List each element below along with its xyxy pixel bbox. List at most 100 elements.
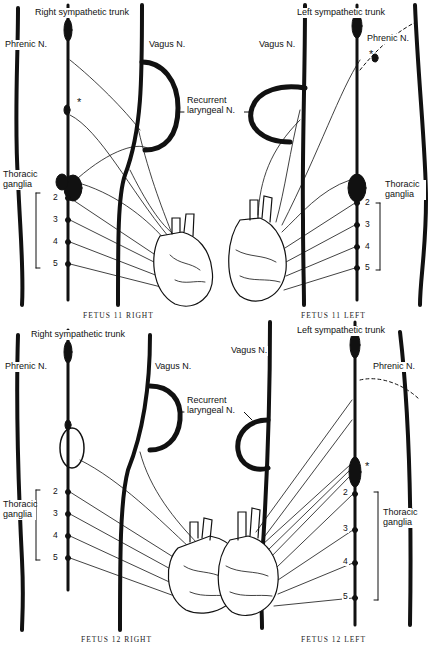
nerve-stroke	[286, 225, 355, 262]
nerve-stroke	[80, 460, 190, 548]
nerve-stroke	[178, 112, 184, 113]
nerve-stroke	[16, 8, 22, 305]
nerve-stroke	[244, 412, 252, 420]
nerve-stroke	[140, 452, 198, 544]
fetus-12-left	[218, 322, 420, 628]
nerve-stroke	[284, 268, 355, 290]
nerve-label: Vagus N.	[154, 362, 192, 372]
callout-number: 3	[342, 524, 349, 533]
nerve-stroke	[180, 412, 184, 413]
nerve-stroke	[229, 218, 286, 301]
nerve-label: Recurrent laryngeal N.	[186, 396, 244, 416]
ganglia-label: Thoracic ganglia	[384, 180, 426, 200]
nerve-stroke	[70, 264, 165, 288]
nerve-stroke	[276, 494, 353, 568]
nerve-label: Recurrent laryngeal N.	[186, 96, 244, 116]
nerve-stroke	[70, 115, 168, 236]
nerve-stroke	[150, 386, 180, 450]
nerve-stroke	[70, 492, 178, 560]
ganglia-label: Thoracic ganglia	[2, 170, 36, 190]
nerve-stroke	[56, 174, 68, 190]
nerve-stroke	[67, 5, 70, 300]
nerve-label: Phrenic N.	[4, 40, 48, 50]
nerve-stroke	[303, 5, 305, 305]
nerve-stroke	[285, 203, 355, 248]
nerve-stroke	[70, 60, 140, 130]
panel-caption: FETUS 12 LEFT	[300, 636, 367, 644]
nerve-stroke	[67, 330, 70, 590]
nerve-stroke	[64, 105, 70, 115]
nerve-stroke	[374, 492, 378, 600]
fetus-11-right	[16, 5, 212, 306]
callout-number: 5	[52, 259, 59, 268]
callout-number: 4	[52, 237, 59, 246]
nerve-stroke	[70, 220, 162, 266]
nerve-stroke	[268, 476, 350, 560]
nerve-stroke	[138, 128, 172, 234]
nerve-stroke	[244, 112, 250, 113]
nerve-stroke	[78, 146, 150, 178]
callout-number: 5	[342, 592, 349, 601]
trunk-label: Left sympathetic trunk	[296, 326, 386, 336]
nerve-stroke	[349, 457, 361, 487]
callout-number: 3	[364, 220, 371, 229]
callout-number: 3	[52, 509, 59, 518]
ganglia-label: Thoracic ganglia	[2, 500, 36, 520]
nerve-label: Vagus N.	[148, 40, 186, 50]
nerve-stroke	[282, 60, 360, 225]
nerve-stroke	[251, 87, 305, 142]
nerve-stroke	[60, 428, 84, 468]
nerve-stroke	[172, 214, 194, 236]
nerve-stroke	[190, 518, 212, 542]
callout-number: 2	[52, 487, 59, 496]
nerve-label: Phrenic N.	[4, 362, 48, 372]
callout-number: 4	[342, 557, 349, 566]
callout-number: 5	[52, 553, 59, 562]
nerve-label: Phrenic N.	[372, 362, 416, 372]
trunk-label: Right sympathetic trunk	[34, 8, 130, 18]
nerve-stroke	[64, 341, 72, 363]
nerve-stroke	[250, 196, 272, 222]
nerve-label: Vagus N.	[258, 40, 296, 50]
nerve-stroke	[36, 193, 40, 268]
nerve-stroke	[360, 22, 416, 70]
nerve-stroke	[276, 110, 300, 222]
panel-caption: FETUS 11 LEFT	[300, 312, 367, 320]
nerve-stroke	[82, 184, 165, 240]
nerve-stroke	[142, 62, 178, 150]
nerve-stroke	[415, 5, 426, 305]
fetus-12-right	[17, 330, 244, 630]
callout-number: 3	[52, 215, 59, 224]
nerve-stroke	[154, 232, 213, 306]
nerve-stroke	[70, 536, 178, 586]
nerve-stroke	[17, 335, 23, 630]
nerve-stroke	[282, 180, 350, 232]
callout-number: 5	[364, 263, 371, 272]
asterisk-mark: *	[364, 460, 370, 472]
nerve-stroke	[218, 536, 278, 615]
nerve-stroke	[64, 19, 72, 41]
trunk-label: Left sympathetic trunk	[296, 8, 386, 18]
nerve-stroke	[262, 420, 352, 540]
asterisk-mark: *	[76, 96, 82, 108]
callout-number: 4	[52, 531, 59, 540]
nerve-stroke	[286, 247, 355, 276]
nerve-stroke	[400, 332, 411, 625]
nerve-stroke	[360, 379, 420, 400]
nerve-stroke	[350, 332, 360, 358]
asterisk-mark: *	[368, 48, 374, 60]
nerve-stroke	[70, 242, 158, 276]
nerve-stroke	[236, 250, 280, 282]
fetus-11-left	[229, 5, 426, 305]
ganglia-label: Thoracic ganglia	[382, 508, 424, 528]
nerve-stroke	[238, 420, 268, 469]
nerve-stroke	[258, 120, 300, 215]
nerve-stroke	[70, 558, 180, 598]
callout-number: 2	[52, 193, 59, 202]
nerve-label: Vagus N.	[230, 346, 268, 356]
callout-number: 2	[342, 488, 349, 497]
callout-number: 4	[364, 242, 371, 251]
nerve-stroke	[256, 400, 352, 532]
nerve-stroke	[278, 563, 353, 594]
nerve-stroke	[278, 530, 353, 580]
